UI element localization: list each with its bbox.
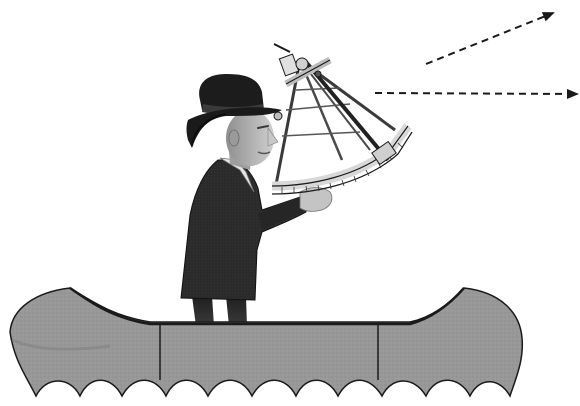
light-rays	[375, 13, 577, 94]
upper-ray-arrow	[426, 13, 553, 64]
canoe-gunwale	[70, 288, 464, 324]
sextant-icon	[272, 44, 412, 194]
lower-ray-arrow	[375, 93, 577, 94]
ear	[229, 130, 239, 146]
canoe-icon	[10, 288, 522, 396]
man-figure	[181, 74, 332, 326]
coat	[181, 160, 306, 300]
hand	[300, 188, 332, 212]
